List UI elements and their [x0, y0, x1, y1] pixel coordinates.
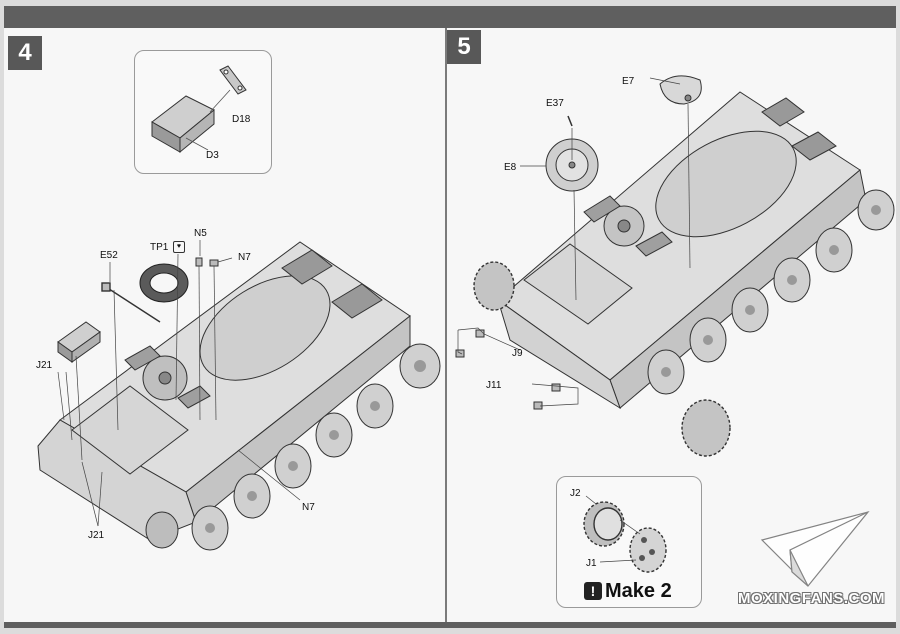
e8-label: E8 — [504, 162, 517, 173]
j2-label: J2 — [570, 488, 581, 499]
step-5-leader-lines — [457, 77, 691, 407]
step-5-callout-box — [556, 476, 702, 608]
e52-label: E52 — [100, 250, 118, 261]
tp1-part-drawing — [139, 263, 189, 303]
paper-plane-icon — [760, 510, 870, 587]
make-quantity-text: Make 2 — [605, 579, 672, 602]
d18-label: D18 — [232, 114, 251, 125]
step-4-number: 4 — [8, 36, 42, 70]
step-4-hull — [37, 241, 411, 541]
j1-part-drawing — [629, 527, 667, 573]
j9-j11-part-drawings — [455, 329, 561, 410]
step-5-hull — [497, 91, 867, 410]
d3-part-drawing — [151, 95, 215, 154]
top-border — [4, 6, 896, 28]
step-5-number: 5 — [447, 30, 481, 64]
step-4-leader-lines — [57, 240, 301, 527]
step-4-d3-box — [57, 321, 101, 363]
j21-bottom-label: J21 — [88, 530, 105, 541]
e7-label: E7 — [622, 76, 635, 87]
bottom-border — [4, 622, 896, 628]
j21-left-label: J21 — [36, 360, 53, 371]
exclamation-icon: ! — [584, 582, 602, 600]
j11-label: J11 — [486, 380, 502, 391]
d18-part-drawing — [219, 65, 247, 95]
n7-top-label: N7 — [238, 252, 251, 263]
page-divider — [445, 28, 447, 622]
tp1-marker-icon: ♥ — [173, 241, 185, 253]
e8-part-drawing — [545, 138, 599, 192]
n7-bottom-label: N7 — [302, 502, 315, 513]
n5-part-drawing — [195, 257, 203, 267]
j2-part-drawing — [583, 501, 625, 547]
d3-label: D3 — [206, 150, 219, 161]
j1-label: J1 — [586, 558, 597, 569]
watermark-text: MOXINGFANS.COM — [738, 590, 886, 607]
tp1-label: TP1 — [150, 242, 169, 253]
j9-label: J9 — [512, 348, 523, 359]
make-quantity-note: ! Make 2 — [584, 578, 672, 604]
n5-label: N5 — [194, 228, 207, 239]
n7-part-drawing — [209, 259, 219, 267]
e52-part-drawing — [101, 282, 161, 323]
e37-label: E37 — [546, 98, 564, 109]
e7-part-drawing — [659, 75, 702, 105]
step-5-sprockets — [473, 261, 731, 457]
